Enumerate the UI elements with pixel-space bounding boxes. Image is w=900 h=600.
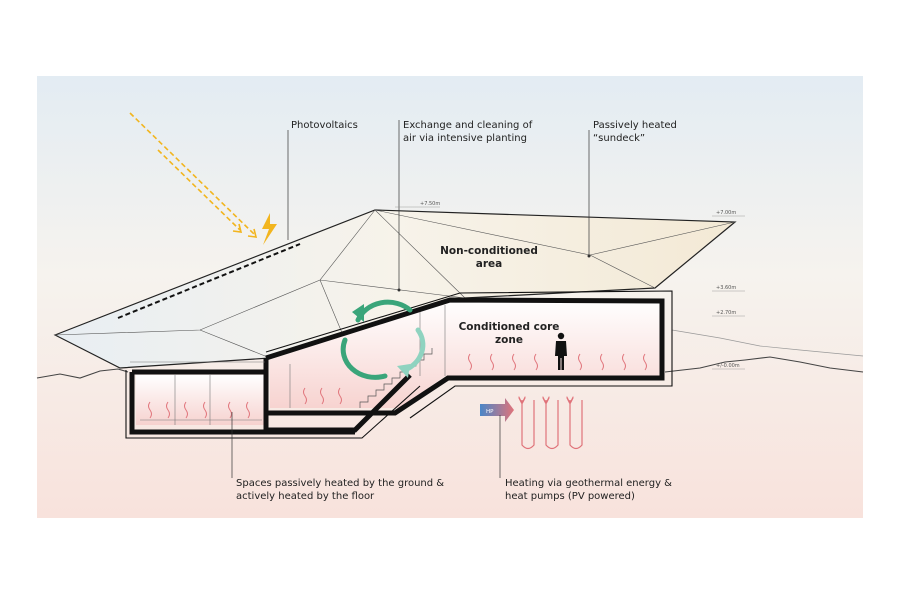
ground-heating-label-line2: actively heated by the floor [236,491,375,502]
sun-ray-arrowheads [232,223,258,238]
non-conditioned-label-line1: Non-conditioned [440,245,538,257]
core-zone-label-line2: zone [495,334,523,346]
level-core-roof: +2.70m [716,310,736,316]
person-silhouette-icon [555,332,567,370]
ground-heating-label-line1: Spaces passively heated by the ground & [236,478,444,489]
air-leader-dot [397,288,401,292]
terrain-line-right-upper [671,329,864,357]
heat-pump-arrow-icon [480,398,514,422]
photovoltaics-label: Photovoltaics [291,120,358,131]
sundeck-leader-dot [587,254,591,258]
level-upper-deck: +3.60m [716,285,736,291]
photovoltaic-panel-line [117,243,301,319]
core-zone-label-line1: Conditioned core [459,321,560,333]
geothermal-label-line1: Heating via geothermal energy & [505,478,672,489]
air-exchange-label-line1: Exchange and cleaning of [403,120,533,131]
sun-rays-icon [129,112,256,236]
foundation-outline [125,370,421,439]
core-roof-band [265,290,673,419]
geothermal-loops-icon [522,400,583,450]
interior-lines [130,305,446,425]
level-roof-right: +7.00m [716,210,736,216]
lower-space-fill [136,375,264,425]
conditioned-core-fill [270,300,660,408]
sundeck-label-line2: “sundeck” [593,133,645,144]
level-markers [395,206,745,370]
level-roof-peak: +7.50m [420,201,440,207]
sundeck-label-line1: Passively heated [593,120,677,131]
leader-lines [231,120,590,478]
terrain-line [36,356,864,379]
air-circulation-arrowheads [352,304,410,378]
heat-pump-tag: HP [486,409,494,415]
structure-walls [129,297,665,435]
air-exchange-label-line2: air via intensive planting [403,133,527,144]
non-conditioned-label-line2: area [476,258,502,270]
geothermal-label-line2: heat pumps (PV powered) [505,491,635,502]
stairs [359,348,433,408]
lightning-bolt-icon [262,213,277,245]
level-ground: +/-0.00m [716,363,740,369]
roof-facet-lines [54,209,736,359]
floor-heating-squiggles [148,353,647,419]
